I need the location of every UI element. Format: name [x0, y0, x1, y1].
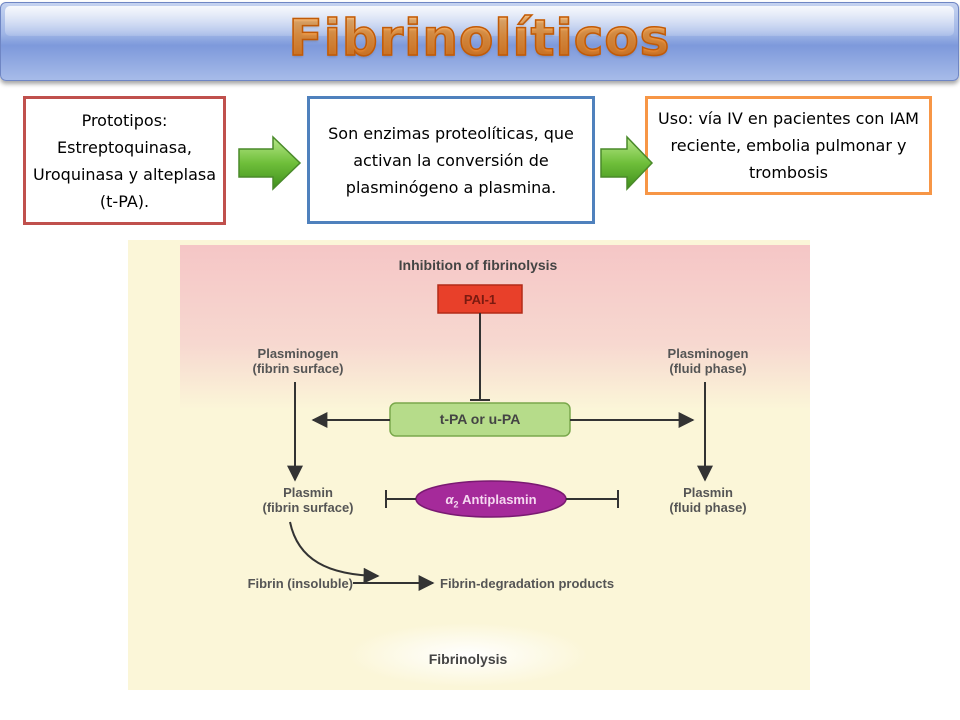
use-box: Uso: vía IV en pacientes con IAM recient…	[645, 96, 932, 195]
plasmin-fluid-line1: Plasmin	[683, 485, 733, 500]
mechanism-box: Son enzimas proteolíticas, que activan l…	[307, 96, 595, 224]
pai1-label: PAI-1	[463, 292, 497, 307]
plasmin-surface-line2: (fibrin surface)	[262, 500, 354, 515]
antiplasmin-text: Antiplasmin	[462, 492, 537, 507]
fibrinolysis-glow	[348, 623, 588, 687]
prototypes-box: Prototipos: Estreptoquinasa, Uroquinasa …	[23, 96, 226, 225]
plasminogen-surface-line2: (fibrin surface)	[252, 361, 344, 376]
green-arrow-icon	[238, 135, 302, 191]
plasminogen-fluid-line2: (fluid phase)	[669, 361, 747, 376]
fibrinolysis-label: Fibrinolysis	[428, 651, 508, 667]
pai1-box	[437, 284, 523, 314]
fibrinolysis-diagram: Inhibition of fibrinolysis PAI-1 t-PA or…	[128, 240, 810, 690]
antiplasmin-label: α2 Antiplasmin	[416, 492, 566, 513]
plasmin-curve-arrow	[289, 521, 380, 584]
banner-gloss	[5, 6, 954, 36]
plasminogen-surface-line1: Plasminogen	[257, 346, 339, 361]
antiplasmin-alpha: α	[445, 492, 454, 507]
plasmin-fluid-label: Plasmin (fluid phase)	[628, 485, 788, 515]
green-arrow-icon	[600, 135, 654, 191]
diagram-graphics	[180, 245, 810, 687]
page-title: Fibrinolíticos	[1, 8, 958, 68]
degradation-products-label: Fibrin-degradation products	[440, 576, 615, 591]
plasminogen-fluid-line1: Plasminogen	[667, 346, 749, 361]
plasminogen-surface-label: Plasminogen (fibrin surface)	[208, 346, 388, 376]
plasminogen-fluid-label: Plasminogen (fluid phase)	[618, 346, 798, 376]
activator-label: t-PA or u-PA	[439, 411, 521, 427]
fibrin-label: Fibrin (insoluble)	[247, 576, 353, 591]
plasmin-surface-line1: Plasmin	[283, 485, 333, 500]
plasmin-fluid-line2: (fluid phase)	[669, 500, 747, 515]
title-banner: Fibrinolíticos	[0, 2, 959, 81]
antiplasmin-subscript: 2	[453, 499, 459, 510]
plasmin-surface-label: Plasmin (fibrin surface)	[228, 485, 388, 515]
inhibition-header: Inhibition of fibrinolysis	[398, 257, 558, 273]
